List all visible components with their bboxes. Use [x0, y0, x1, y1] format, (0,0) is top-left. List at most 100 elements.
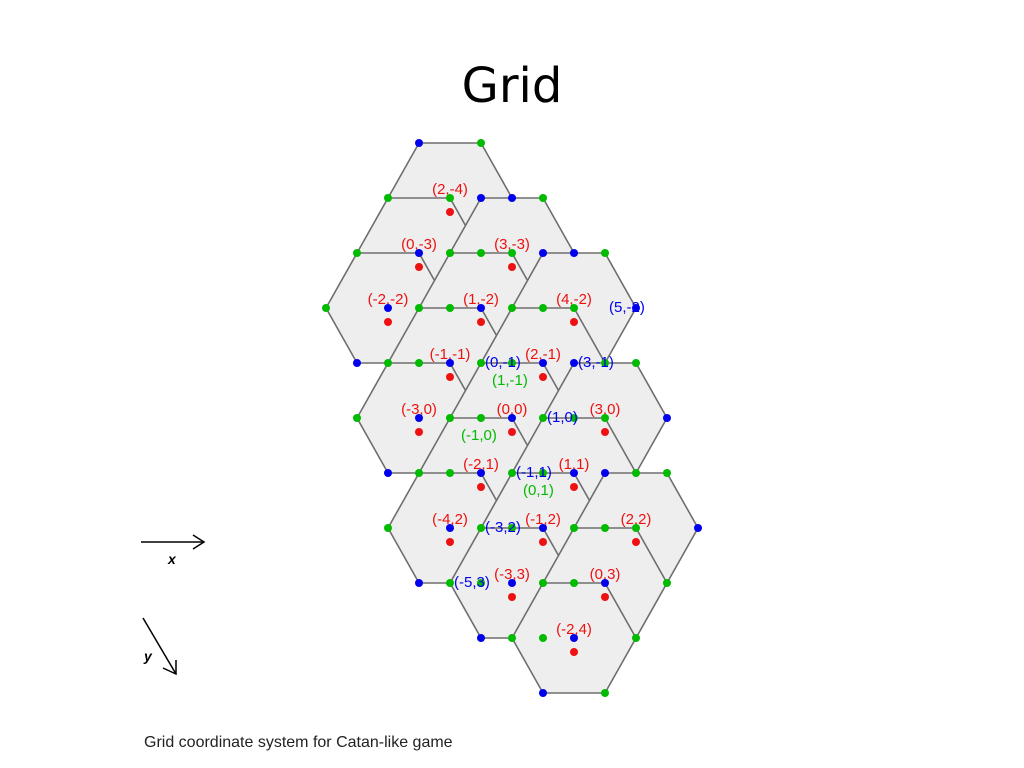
hex-coordinate-label: (-1,-1): [430, 346, 471, 363]
vertex-dot-blue: [446, 359, 454, 367]
vertex-dot-green: [508, 304, 516, 312]
vertex-dot-blue: [446, 524, 454, 532]
vertex-dot-green: [384, 524, 392, 532]
vertex-dot-blue: [384, 469, 392, 477]
vertex-dot-blue: [570, 634, 578, 642]
vertex-coordinate-label: (1,0): [547, 409, 578, 426]
vertex-dot-blue: [353, 359, 361, 367]
vertex-coordinate-label: (-1,1): [516, 464, 552, 481]
hex-coordinate-label: (4,-2): [556, 291, 592, 308]
hex-center-dot: [384, 318, 392, 326]
hex-coordinate-label: (-1,2): [525, 511, 561, 528]
vertex-dot-blue: [632, 304, 640, 312]
vertex-dot-blue: [508, 194, 516, 202]
hex-center-dot: [601, 593, 609, 601]
vertex-dot-green: [570, 304, 578, 312]
hex-coordinate-label: (2,2): [621, 511, 652, 528]
vertex-dot-green: [539, 194, 547, 202]
vertex-dot-green: [446, 249, 454, 257]
vertex-layer: [322, 139, 702, 697]
vertex-dot-blue: [508, 414, 516, 422]
vertex-dot-green: [539, 304, 547, 312]
x-axis-arrow-head: [192, 534, 206, 550]
vertex-dot-blue: [477, 194, 485, 202]
vertex-dot-green: [539, 414, 547, 422]
vertex-dot-blue: [415, 414, 423, 422]
vertex-dot-blue: [477, 634, 485, 642]
hex-coordinate-label: (0,-3): [401, 236, 437, 253]
hex-coordinate-label: (3,0): [590, 401, 621, 418]
vertex-dot-green: [601, 414, 609, 422]
hex-center-dot: [415, 428, 423, 436]
vertex-dot-green: [477, 524, 485, 532]
hex-center-dot: [539, 538, 547, 546]
vertex-coordinate-label: (1,-1): [492, 372, 528, 389]
vertex-label-layer: (5,-2)(0,-1)(3,-1)(1,-1)(1,0)(-1,0)(-1,1…: [454, 299, 645, 591]
vertex-dot-blue: [570, 249, 578, 257]
vertex-coordinate-label: (-5,3): [454, 574, 490, 591]
vertex-dot-green: [353, 249, 361, 257]
vertex-dot-blue: [477, 469, 485, 477]
vertex-dot-green: [508, 359, 516, 367]
vertex-dot-blue: [539, 359, 547, 367]
vertex-dot-green: [570, 579, 578, 587]
hex-coordinate-label: (0,3): [590, 566, 621, 583]
x-axis-label: x: [167, 551, 177, 567]
vertex-dot-green: [570, 414, 578, 422]
hex-coordinate-label: (-3,3): [494, 566, 530, 583]
vertex-dot-blue: [601, 469, 609, 477]
vertex-dot-green: [539, 579, 547, 587]
vertex-dot-green: [384, 194, 392, 202]
vertex-dot-blue: [415, 249, 423, 257]
vertex-dot-green: [384, 359, 392, 367]
hex-center-dot: [508, 428, 516, 436]
hex-center-dot: [477, 483, 485, 491]
vertex-dot-green: [446, 469, 454, 477]
vertex-dot-blue: [539, 249, 547, 257]
vertex-dot-green: [415, 304, 423, 312]
hex-center-dot: [570, 483, 578, 491]
vertex-dot-green: [663, 579, 671, 587]
vertex-dot-green: [570, 524, 578, 532]
vertex-dot-green: [446, 194, 454, 202]
y-axis-arrow-shaft: [142, 617, 177, 675]
vertex-dot-green: [477, 579, 485, 587]
vertex-dot-blue: [570, 469, 578, 477]
x-axis-indicator: x: [141, 534, 206, 567]
hex-center-dot: [632, 538, 640, 546]
hex-coordinate-label: (-2,1): [463, 456, 499, 473]
vertex-dot-green: [446, 579, 454, 587]
hex-coordinate-label: (2,-4): [432, 181, 468, 198]
hex-center-dot: [539, 373, 547, 381]
vertex-dot-blue: [694, 524, 702, 532]
vertex-dot-blue: [539, 689, 547, 697]
vertex-dot-green: [539, 634, 547, 642]
vertex-dot-green: [632, 524, 640, 532]
vertex-coordinate-label: (-1,0): [461, 427, 497, 444]
vertex-dot-green: [508, 469, 516, 477]
y-axis-label: y: [143, 648, 153, 664]
hex-center-dot: [446, 208, 454, 216]
hex-center-dot: [570, 648, 578, 656]
vertex-dot-blue: [570, 359, 578, 367]
hex-coordinate-label: (-2,4): [556, 621, 592, 638]
hex-center-dot: [508, 593, 516, 601]
hex-center-dot: [446, 538, 454, 546]
vertex-dot-green: [322, 304, 330, 312]
vertex-dot-green: [632, 634, 640, 642]
vertex-dot-green: [477, 359, 485, 367]
y-axis-arrow-head: [162, 660, 177, 676]
vertex-dot-green: [446, 304, 454, 312]
hex-coordinate-label: (-3,0): [401, 401, 437, 418]
vertex-dot-green: [601, 524, 609, 532]
vertex-dot-green: [601, 249, 609, 257]
hex-center-dot: [477, 318, 485, 326]
hex-coordinate-label: (3,-3): [494, 236, 530, 253]
vertex-coordinate-label: (-3,2): [485, 519, 521, 536]
vertex-dot-green: [632, 469, 640, 477]
vertex-dot-green: [508, 249, 516, 257]
vertex-dot-green: [353, 414, 361, 422]
y-axis-indicator: y: [142, 617, 177, 676]
vertex-dot-green: [415, 469, 423, 477]
